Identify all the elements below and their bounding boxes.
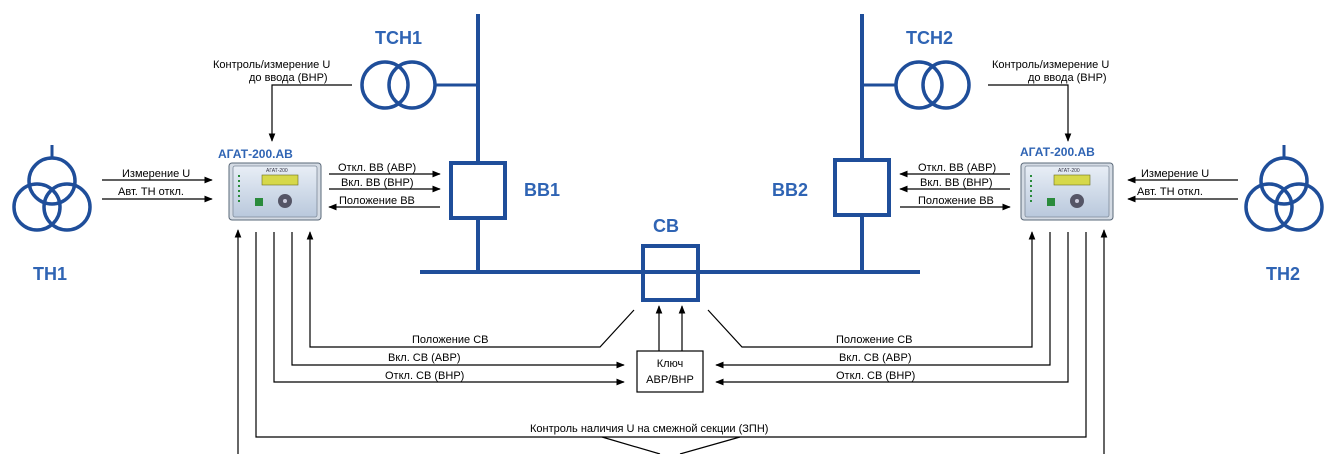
signal-lines xyxy=(102,84,1238,454)
relay-device-left: АГАТ-200 xyxy=(228,162,322,221)
device-display-right xyxy=(1053,174,1091,186)
label-th-off-left: Авт. ТН откл. xyxy=(118,186,184,198)
label-sv: СВ xyxy=(653,216,679,236)
relay-device-right: АГАТ-200 xyxy=(1020,162,1114,221)
label-th1: ТН1 xyxy=(33,264,67,284)
key-label-2: АВР/ВНР xyxy=(646,374,694,386)
transformer-th1 xyxy=(12,145,92,232)
label-vv-pos-right: Положение ВВ xyxy=(918,195,994,207)
device-model-left: АГАТ-200 xyxy=(266,168,288,174)
label-sv-on-right: Вкл. СВ (АВР) xyxy=(839,352,911,364)
label-vv1: ВВ1 xyxy=(524,180,560,200)
power-circuit xyxy=(12,14,1324,302)
label-vv-pos-left: Положение ВВ xyxy=(339,195,415,207)
label-vv-on-left: Вкл. ВВ (ВНР) xyxy=(341,177,413,189)
label-control-u-left-2: до ввода (ВНР) xyxy=(249,72,328,84)
transformer-tsn2 xyxy=(862,60,971,110)
label-control-u-right-1: Контроль/измерение U xyxy=(992,59,1109,71)
label-sv-on-left: Вкл. СВ (АВР) xyxy=(388,352,460,364)
label-measure-u-right: Измерение U xyxy=(1141,168,1209,180)
label-tsn1: ТСН1 xyxy=(375,28,422,48)
label-measure-u-left: Измерение U xyxy=(122,168,190,180)
label-device-left: АГАТ-200.АВ xyxy=(218,147,293,161)
key-label-1: Ключ xyxy=(657,358,684,370)
label-control-u-left-1: Контроль/измерение U xyxy=(213,59,330,71)
breaker-vv1 xyxy=(449,161,507,220)
label-vv2: ВВ2 xyxy=(772,180,808,200)
label-sv-pos-left: Положение СВ xyxy=(412,334,488,346)
breaker-vv2 xyxy=(833,158,891,217)
label-vv-off-right: Откл. ВВ (АВР) xyxy=(918,162,996,174)
transformer-tsn1 xyxy=(360,60,478,110)
label-th-off-right: Авт. ТН откл. xyxy=(1137,186,1203,198)
label-zpn: Контроль наличия U на смежной секции (ЗП… xyxy=(530,423,768,435)
label-sv-off-right: Откл. СВ (ВНР) xyxy=(836,370,915,382)
label-vv-on-right: Вкл. ВВ (ВНР) xyxy=(920,177,992,189)
label-device-right: АГАТ-200.АВ xyxy=(1020,145,1095,159)
label-control-u-right-2: до ввода (ВНР) xyxy=(1028,72,1107,84)
label-tsn2: ТСН2 xyxy=(906,28,953,48)
device-display-left xyxy=(261,174,299,186)
breaker-sv xyxy=(641,244,700,302)
key-avr-vnr xyxy=(636,350,704,393)
label-th2: ТН2 xyxy=(1266,264,1300,284)
label-sv-off-left: Откл. СВ (ВНР) xyxy=(385,370,464,382)
label-sv-pos-right: Положение СВ xyxy=(836,334,912,346)
device-model-right: АГАТ-200 xyxy=(1058,168,1080,174)
label-vv-off-left: Откл. ВВ (АВР) xyxy=(338,162,416,174)
transformer-th2 xyxy=(1244,145,1324,232)
